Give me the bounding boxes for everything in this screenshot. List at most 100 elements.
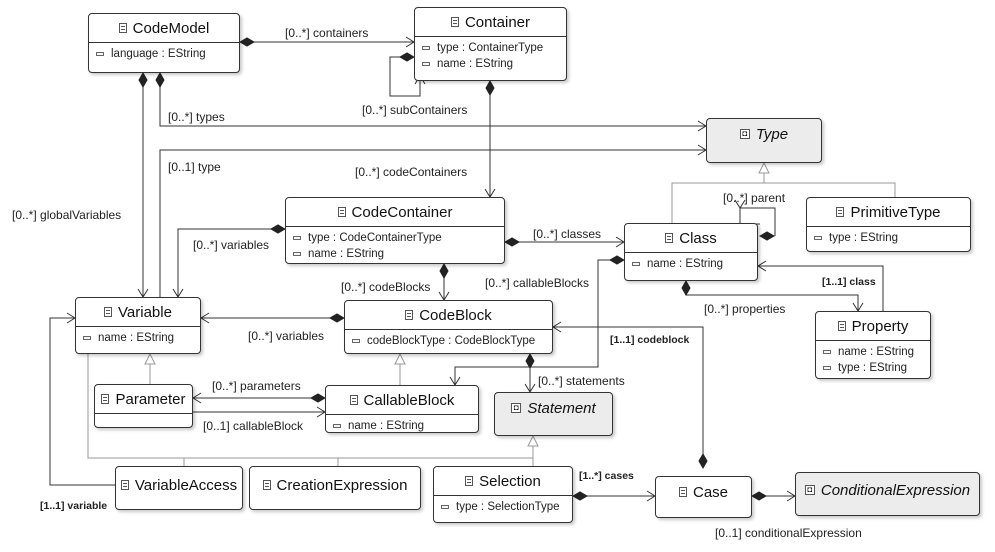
- class-codeblock[interactable]: CodeBlock codeBlockType : CodeBlockType: [344, 300, 553, 354]
- diamond-properties: [681, 279, 691, 297]
- attribute-icon: [83, 336, 91, 340]
- label-codeblock-ref: [1..1] codeblock: [610, 334, 690, 346]
- diamond-cases: [571, 491, 589, 501]
- class-statement[interactable]: ◘Statement: [494, 392, 613, 436]
- type-generalization-arrow: [758, 161, 770, 174]
- arrow-parameters: [192, 392, 202, 404]
- class-icon: [465, 476, 474, 486]
- label-cases: [1..*] cases: [579, 470, 634, 482]
- arrow-class-ref: [757, 260, 767, 272]
- diamond-statements: [525, 352, 535, 370]
- label-cb-variables: [0..*] variables: [248, 329, 325, 343]
- attribute-icon: [823, 366, 831, 370]
- attribute[interactable]: name : EString: [816, 344, 930, 360]
- class-name: CreationExpression: [276, 476, 408, 494]
- attribute-icon: [96, 52, 104, 56]
- attribute[interactable]: type : CodeContainerType: [286, 230, 504, 246]
- attribute[interactable]: name : EString: [625, 256, 757, 272]
- class-icon: [678, 487, 687, 497]
- diamond-conditionalexpression: [750, 491, 768, 501]
- class-name: CodeBlock: [419, 306, 492, 324]
- attribute[interactable]: type : ContainerType: [415, 40, 566, 56]
- class-icon: [120, 480, 129, 490]
- attribute-icon: [823, 350, 831, 354]
- attribute-icon: [814, 236, 822, 240]
- class-codemodel[interactable]: CodeModel language : EString: [88, 13, 240, 73]
- interface-icon: ◘: [739, 129, 750, 139]
- attribute[interactable]: language : EString: [89, 46, 239, 62]
- class-icon: [118, 23, 127, 33]
- class-icon: [104, 307, 113, 317]
- class-codecontainer[interactable]: CodeContainer type : CodeContainerType n…: [285, 197, 505, 264]
- diamond-parent: [758, 231, 776, 241]
- interface-icon: ◘: [804, 485, 815, 495]
- class-variableaccess[interactable]: VariableAccess: [115, 466, 243, 510]
- label-parent: [0..*] parent: [723, 191, 786, 205]
- interface-icon: ◘: [511, 403, 522, 413]
- diamond-types: [155, 71, 165, 89]
- statement-generalization-arrow: [527, 434, 539, 447]
- label-globalvariables: [0..*] globalVariables: [12, 208, 122, 222]
- attribute[interactable]: name : EString: [286, 246, 504, 262]
- diamond-callableblocks: [608, 255, 626, 265]
- attribute[interactable]: name : EString: [76, 330, 200, 346]
- class-type[interactable]: ◘Type: [706, 118, 822, 163]
- class-case[interactable]: Case: [655, 476, 752, 518]
- diamond-codeblock-ref: [698, 452, 708, 470]
- label-properties: [0..*] properties: [704, 302, 786, 316]
- label-classes: [0..*] classes: [533, 227, 602, 241]
- callableblocks-association: [454, 259, 624, 385]
- class-selection[interactable]: Selection type : SelectionType: [433, 466, 573, 523]
- class-icon: [836, 207, 845, 217]
- class-name: VariableAccess: [134, 476, 238, 494]
- variable-ref-association: [49, 317, 115, 486]
- class-name: ConditionalExpression: [820, 481, 971, 499]
- attribute[interactable]: type : EString: [816, 360, 930, 376]
- class-variable[interactable]: Variable name : EString: [75, 297, 201, 354]
- codeblock-ref-association: [553, 326, 704, 468]
- class-name: CodeModel: [132, 19, 210, 37]
- class-conditionalexpression[interactable]: ◘ ConditionalExpression: [795, 472, 980, 516]
- class-container[interactable]: Container type : ContainerType name : ES…: [414, 7, 567, 81]
- attribute-icon: [333, 424, 341, 428]
- attribute-icon: [632, 262, 640, 266]
- arrow-cb-variables: [200, 312, 210, 324]
- attribute[interactable]: name : EString: [326, 418, 478, 434]
- diamond-codecontainers: [485, 79, 495, 97]
- class-name: Parameter: [115, 390, 186, 408]
- class-class[interactable]: Class name : EString: [624, 223, 758, 281]
- diamond-cb-variables: [328, 313, 346, 323]
- label-callableblocks: [0..*] callableBlocks: [485, 276, 590, 290]
- class-callableblock[interactable]: CallableBlock name : EString: [325, 385, 479, 433]
- label-variable-ref: [1..1] variable: [40, 500, 108, 512]
- class-primitivetype[interactable]: PrimitiveType type : EString: [806, 197, 971, 252]
- class-name: Selection: [479, 472, 541, 490]
- attribute-icon: [422, 62, 430, 66]
- attribute[interactable]: type : SelectionType: [434, 499, 572, 515]
- class-icon: [349, 395, 358, 405]
- class-icon: [262, 480, 271, 490]
- class-property[interactable]: Property name : EString type : EString: [815, 311, 931, 379]
- attribute-icon: [441, 505, 449, 509]
- label-type: [0..1] type: [168, 160, 221, 174]
- diamond-cc-variables: [269, 224, 287, 234]
- class-name: Container: [464, 13, 531, 31]
- class-parameter[interactable]: Parameter: [94, 384, 193, 428]
- subcontainers-association: [389, 56, 421, 97]
- arrow-codeblock-ref: [552, 321, 562, 333]
- attribute-icon: [422, 46, 430, 50]
- attribute[interactable]: type : EString: [807, 230, 970, 246]
- label-class-ref: [1..1] class: [822, 276, 876, 288]
- label-codeblocks: [0..*] codeBlocks: [341, 280, 431, 294]
- label-statements: [0..*] statements: [538, 374, 625, 388]
- diamond-codeblocks: [439, 262, 449, 280]
- types-association: [159, 73, 706, 127]
- attribute[interactable]: codeBlockType : CodeBlockType: [345, 333, 552, 349]
- label-containers: [0..*] containers: [285, 26, 369, 40]
- label-codecontainers: [0..*] codeContainers: [355, 165, 468, 179]
- diamond-classes: [503, 237, 521, 247]
- class-icon: [337, 207, 346, 217]
- class-name: Property: [851, 317, 909, 335]
- class-creationexpression[interactable]: CreationExpression: [249, 466, 421, 510]
- attribute[interactable]: name : EString: [415, 56, 566, 72]
